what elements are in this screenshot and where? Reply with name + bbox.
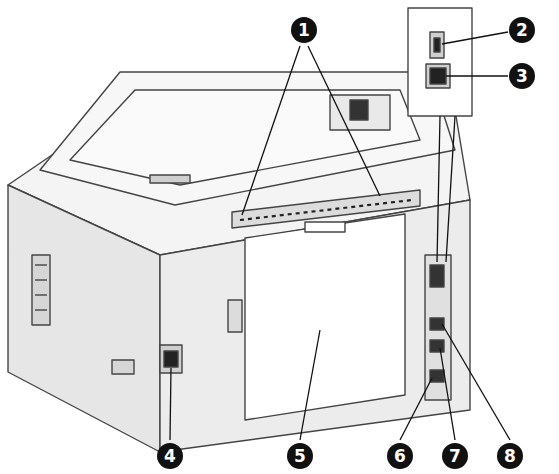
printer-left-side: [8, 185, 160, 452]
leader-line: [446, 75, 508, 76]
leader-line: [442, 324, 510, 440]
vent-slit: [35, 309, 47, 310]
power-socket: [164, 351, 178, 367]
inset-usb-opening: [434, 38, 440, 52]
callout-number: 4: [157, 443, 183, 469]
printer-back: [160, 200, 470, 452]
vent-slit: [35, 279, 47, 280]
inset-lan-opening: [430, 68, 446, 84]
handset-jack: [430, 370, 444, 382]
inset-usb-port: [430, 32, 444, 58]
leader-line: [170, 368, 171, 440]
connector-panel: [425, 255, 451, 400]
usb-lan-port: [430, 265, 444, 287]
scanner-unit: [40, 72, 455, 205]
detail-inset: [408, 8, 472, 116]
leader-line: [242, 46, 300, 215]
cover-tab: [305, 222, 345, 232]
leader-line: [442, 32, 508, 44]
line-jack: [430, 318, 444, 330]
callout-number: 7: [442, 443, 468, 469]
output-tray-slot: [150, 175, 190, 183]
leader-line: [300, 330, 320, 440]
adf-feeder: [330, 95, 390, 130]
inset-pointer: [446, 116, 455, 262]
callout-number: 2: [509, 17, 535, 43]
rear-cover: [245, 214, 405, 420]
inset-pointer: [437, 116, 440, 262]
vent-slit: [35, 294, 47, 295]
adf-guide: [350, 100, 368, 120]
leader-line: [400, 378, 432, 440]
ext-jack: [430, 340, 444, 352]
callout-number: 6: [387, 443, 413, 469]
leader-line: [440, 348, 455, 440]
cover-hinge-left: [228, 300, 242, 332]
callout-number: 8: [497, 443, 523, 469]
side-handle: [112, 360, 134, 374]
callout-number: 3: [509, 63, 535, 89]
leader-line: [308, 46, 380, 196]
vent: [32, 255, 50, 325]
callout-number: 1: [291, 17, 317, 43]
callout-number: 5: [287, 443, 313, 469]
vent-slit: [35, 264, 47, 265]
